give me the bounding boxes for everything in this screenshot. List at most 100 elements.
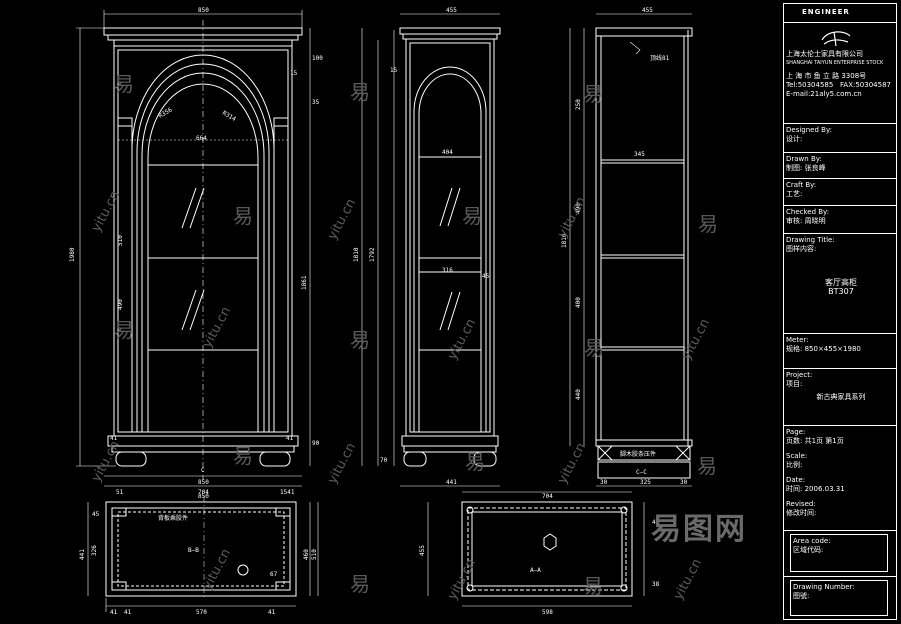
page-value: 页数: 共1页 第1页 [786, 437, 844, 445]
front-dim-r1: 15 [290, 70, 298, 77]
drawing-number-label: Drawing Number: [793, 583, 855, 591]
front-dim-bottom-left: 51 [116, 489, 124, 496]
side-view [361, 13, 501, 487]
plan-left-dim-b2: 41 [124, 609, 132, 616]
page-label: Page: [786, 428, 806, 436]
meter-cell: Meter: 规格: 850×455×1980 [786, 336, 896, 354]
front-dim-mid: 510 [117, 235, 124, 246]
area-code-box: Area code: 区域代码: [790, 534, 888, 572]
meter-value: 规格: 850×455×1980 [786, 345, 861, 353]
front-dim-r2: 35 [312, 99, 320, 106]
company-tel-fax: Tel:50304585 FAX:50304587 [786, 81, 896, 90]
drawing-title-cell: Drawing Title: 图样内容: 客厅高柜 BT307 [786, 236, 896, 296]
drawing-title-cn: 图样内容: [786, 245, 817, 253]
plan-right-dim-width: 704 [542, 493, 553, 500]
section-dim-part2: 490 [575, 203, 582, 214]
section-dim-bottom-l: 30 [600, 479, 608, 486]
side-dim-bottom-small: 70 [380, 457, 388, 464]
front-dim-top: 850 [198, 7, 209, 14]
revised-label: Revised: [786, 500, 816, 508]
plan-right-dim-small2: 38 [652, 581, 660, 588]
title-block-frame [783, 3, 897, 620]
drawn-by-value: 制图: 张良峰 [786, 164, 826, 172]
side-dim-shelf: 404 [442, 149, 453, 156]
front-dim-arch-r2: R314 [221, 110, 237, 123]
designed-by-cn: 设计: [786, 135, 803, 143]
section-dim-bottom-r: 30 [680, 479, 688, 486]
date-value: 时间: 2006.03.31 [786, 485, 845, 493]
front-dim-side-b: 41 [286, 435, 294, 442]
plan-right-dim-small: 45 [652, 519, 660, 526]
plan-left-dim-height: 441 [79, 549, 86, 560]
section-dim-shelf: 345 [634, 151, 645, 158]
side-dim-top: 455 [446, 7, 457, 14]
craft-by-label: Craft By: [786, 181, 817, 189]
front-dim-side-a: 41 [110, 435, 118, 442]
side-dim-shelf2: 316 [442, 267, 453, 274]
company-address: 上 海 市 鱼 立 路 3308号 [786, 72, 867, 80]
section-mark: C—C [636, 469, 647, 476]
drawing-number-value: 图號: [793, 592, 810, 600]
plan-left-section-mark: B—B [188, 547, 199, 554]
company-tel: Tel:50304585 [786, 81, 834, 89]
meter-label: Meter: [786, 336, 809, 344]
brand-label: ENGINEER [802, 8, 850, 16]
plan-right-dim-height: 455 [419, 545, 426, 556]
company-email: E-mail:21aly5.com.cn [786, 90, 862, 98]
plan-left-dim-b1: 67 [270, 571, 278, 578]
plan-left-dim-side1: 41 [110, 609, 118, 616]
front-dim-mid2: 490 [117, 299, 124, 310]
plan-left-dim-h2: 326 [91, 545, 98, 556]
page-info-cell: Page: 页数: 共1页 第1页 Scale: 比例: Date: 时间: 2… [786, 428, 896, 518]
front-dim-r3: 100 [312, 55, 323, 62]
company-name-en: SHANGHAI TAIYUN ENTERPRISE STOCK [786, 60, 884, 66]
plan-right-view [427, 491, 645, 607]
front-dim-bottom-right: 1541 [280, 489, 295, 496]
section-note-top: 顶线81 [650, 54, 670, 62]
front-dim-bottom-inner: 704 [198, 489, 209, 496]
plan-right-section-mark: A—A [530, 567, 541, 574]
area-code-label: Area code: [793, 537, 831, 545]
section-dim-part4: 440 [575, 389, 582, 400]
side-dim-bottom: 441 [446, 479, 457, 486]
side-dim-side: 45 [482, 273, 490, 280]
drawing-title-label: Drawing Title: [786, 236, 835, 244]
plan-left-dim-side2: 45 [92, 511, 100, 518]
section-dim-top: 455 [642, 7, 653, 14]
side-dim-height: 1810 [353, 247, 360, 262]
front-view [76, 10, 311, 487]
front-dim-r4: 90 [312, 440, 320, 447]
date-label: Date: [786, 476, 806, 484]
checked-by-cell: Checked By: 审核: 周晓明 [786, 208, 896, 226]
plan-left-dim-width: 850 [198, 493, 209, 500]
checked-by-label: Checked By: [786, 208, 830, 216]
watermark-logo: 易图网 [651, 512, 747, 547]
area-code-value: 区域代码: [793, 546, 824, 554]
drawing-title-value: 客厅高柜 [825, 278, 857, 287]
section-dim-part1: 250 [575, 99, 582, 110]
company-fax: FAX:50304587 [840, 81, 891, 89]
drawing-number-box: Drawing Number: 图號: [790, 580, 888, 616]
section-dim-part3: 400 [575, 297, 582, 308]
designed-by-label: Designed By: [786, 126, 832, 134]
plan-left-note: 背板乘胶件 [158, 514, 188, 522]
plan-left-dim-bottom: 570 [196, 609, 207, 616]
project-label: Project: [786, 371, 813, 379]
project-value: 新古典家具系列 [816, 393, 866, 401]
front-dim-right-inner: 1861 [301, 275, 308, 290]
craft-by-value: 工艺: [786, 190, 803, 198]
drawn-by-label: Drawn By: [786, 155, 822, 163]
designed-by-cell: Designed By: 设计: [786, 126, 896, 144]
project-cn: 项目: [786, 380, 803, 388]
section-view [569, 13, 693, 487]
front-dim-arch-r1: R356 [158, 106, 174, 119]
side-dim-leftside: 15 [390, 67, 398, 74]
plan-left-dim-b3: 41 [268, 609, 276, 616]
revised-value: 修改时间: [786, 509, 817, 517]
checked-by-value: 审核: 周晓明 [786, 217, 826, 225]
company-name-cn: 上海太伦士家具有限公司 [786, 50, 863, 58]
front-dim-shelf: 664 [196, 135, 207, 142]
project-cell: Project: 项目: 新古典家具系列 [786, 371, 896, 402]
front-dim-height: 1980 [69, 247, 76, 262]
